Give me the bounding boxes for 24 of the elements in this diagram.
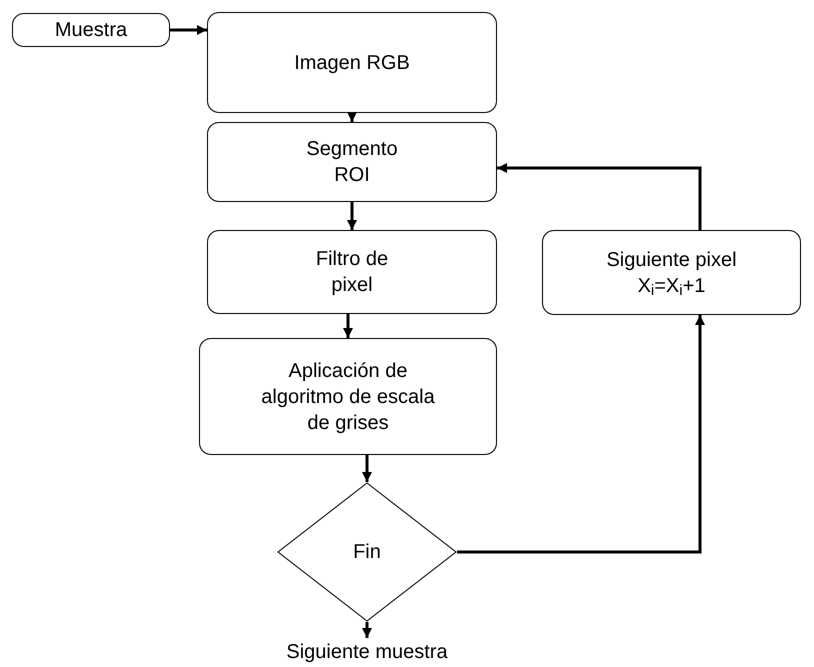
arrow xyxy=(347,202,357,230)
arrow xyxy=(362,455,372,482)
decision-diamond xyxy=(277,482,457,622)
node-label: Muestra xyxy=(54,18,128,43)
node-label: Fin xyxy=(352,540,382,565)
arrow xyxy=(343,314,353,338)
process-box xyxy=(207,122,497,202)
node-label: Aplicación de algoritmo de escala de grises xyxy=(260,358,436,436)
node-label: X$_{i}$=X$_{i}$+1 xyxy=(636,274,706,298)
arrow xyxy=(497,163,702,230)
arrow xyxy=(347,112,357,122)
node-label: Filtro de pixel xyxy=(314,247,390,298)
process-box xyxy=(207,230,497,314)
node-label: Segmento ROI xyxy=(305,137,399,188)
arrow xyxy=(457,315,705,554)
process-box xyxy=(199,338,497,455)
node-label: Imagen RGB xyxy=(293,50,411,76)
process-box xyxy=(12,13,170,47)
arrow xyxy=(170,25,207,35)
end-label: Siguiente muestra xyxy=(285,640,449,665)
process-box xyxy=(207,12,497,113)
process-box xyxy=(542,230,801,315)
node-label: Siguiente pixel xyxy=(605,248,738,272)
arrow xyxy=(362,622,372,638)
